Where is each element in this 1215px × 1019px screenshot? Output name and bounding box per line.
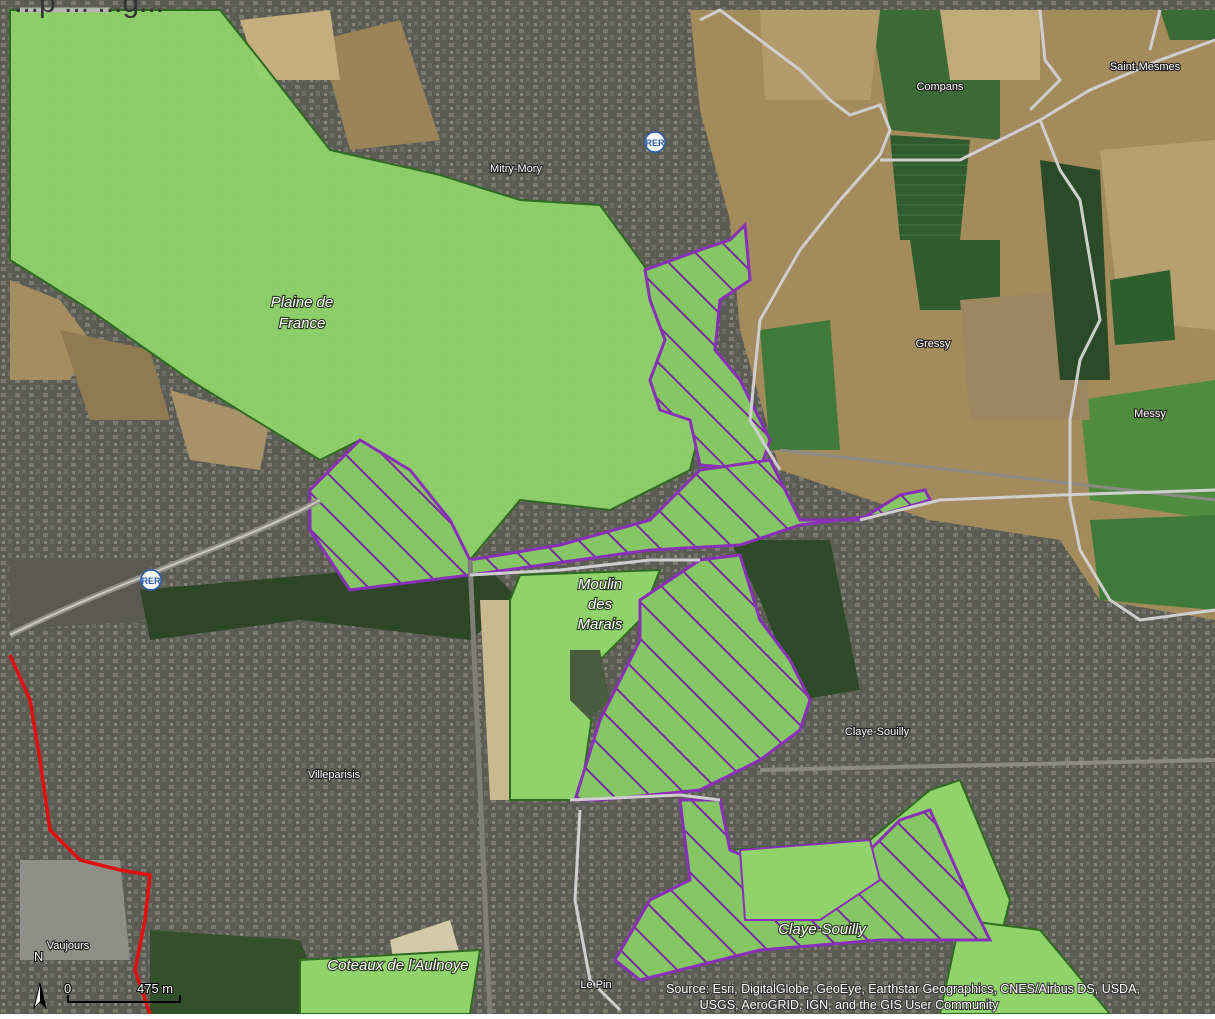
hatch-east-of-moulin <box>572 553 812 802</box>
scale-bar: 0 475 m <box>63 980 181 1003</box>
coteaux-aulnoye-label: Coteaux de l'Aulnoye <box>327 957 468 974</box>
hatch-north <box>643 221 772 472</box>
plaine-de-france-label-1: Plaine de <box>271 294 334 311</box>
town-saint-mesmes: Saint-Mesmes <box>1110 61 1181 73</box>
town-villeparisis: Villeparisis <box>308 769 361 781</box>
town-vaujours: Vaujours <box>47 940 90 952</box>
town-claye-souilly: Claye-Souilly <box>845 726 910 738</box>
hatch-central <box>308 438 933 592</box>
rer-north-label: RER <box>645 138 665 148</box>
attribution-line-2: USGS, AeroGRID, IGN, and the GIS User Co… <box>700 998 999 1012</box>
agricultural-fields <box>690 10 1215 620</box>
rer-station-north[interactable]: RER <box>644 131 666 153</box>
department-border <box>8 654 152 1015</box>
town-messy: Messy <box>1134 408 1166 420</box>
town-compans: Compans <box>916 81 964 93</box>
town-le-pin: Le Pin <box>580 979 611 991</box>
claye-souilly-zone-label: Claye-Souilly <box>778 921 867 938</box>
moulin-label-3: Marais <box>577 616 623 633</box>
quarry-area <box>480 600 510 800</box>
hatched-zones <box>308 221 993 982</box>
map-title-fragment: ...p ... ...g... <box>14 0 165 19</box>
scale-zero: 0 <box>64 981 71 996</box>
woodland-east <box>730 540 860 700</box>
commune-borders <box>469 8 1215 1012</box>
town-labels: Mitry-Mory Compans Saint-Mesmes Gressy M… <box>46 60 1182 992</box>
scale-distance: 475 m <box>137 981 173 996</box>
attribution: Source: Esri, DigitalGlobe, GeoEye, Eart… <box>665 981 1141 1013</box>
zone-plaine-de-france <box>9 9 702 562</box>
moulin-label-2: des <box>588 596 613 613</box>
moulin-label-1: Moulin <box>578 576 622 593</box>
plaine-de-france-label-2: France <box>279 315 326 332</box>
attribution-line-1: Source: Esri, DigitalGlobe, GeoEye, Eart… <box>666 982 1140 996</box>
north-arrow: N <box>33 948 47 1010</box>
moulin-island <box>570 650 610 720</box>
town-gressy: Gressy <box>916 338 951 350</box>
hatch-south-clear <box>738 838 882 921</box>
west-fields <box>10 10 440 630</box>
roads <box>8 7 1215 1015</box>
rer-station-west[interactable]: RER <box>140 569 162 591</box>
industrial-vaujours <box>20 860 130 960</box>
rer-west-label: RER <box>141 576 161 586</box>
town-mitry-mory: Mitry-Mory <box>490 163 542 175</box>
zone-labels: Plaine de France Moulin des Marais Claye… <box>270 293 869 975</box>
woodland-south <box>150 930 330 1014</box>
north-arrow-label: N <box>34 949 43 964</box>
